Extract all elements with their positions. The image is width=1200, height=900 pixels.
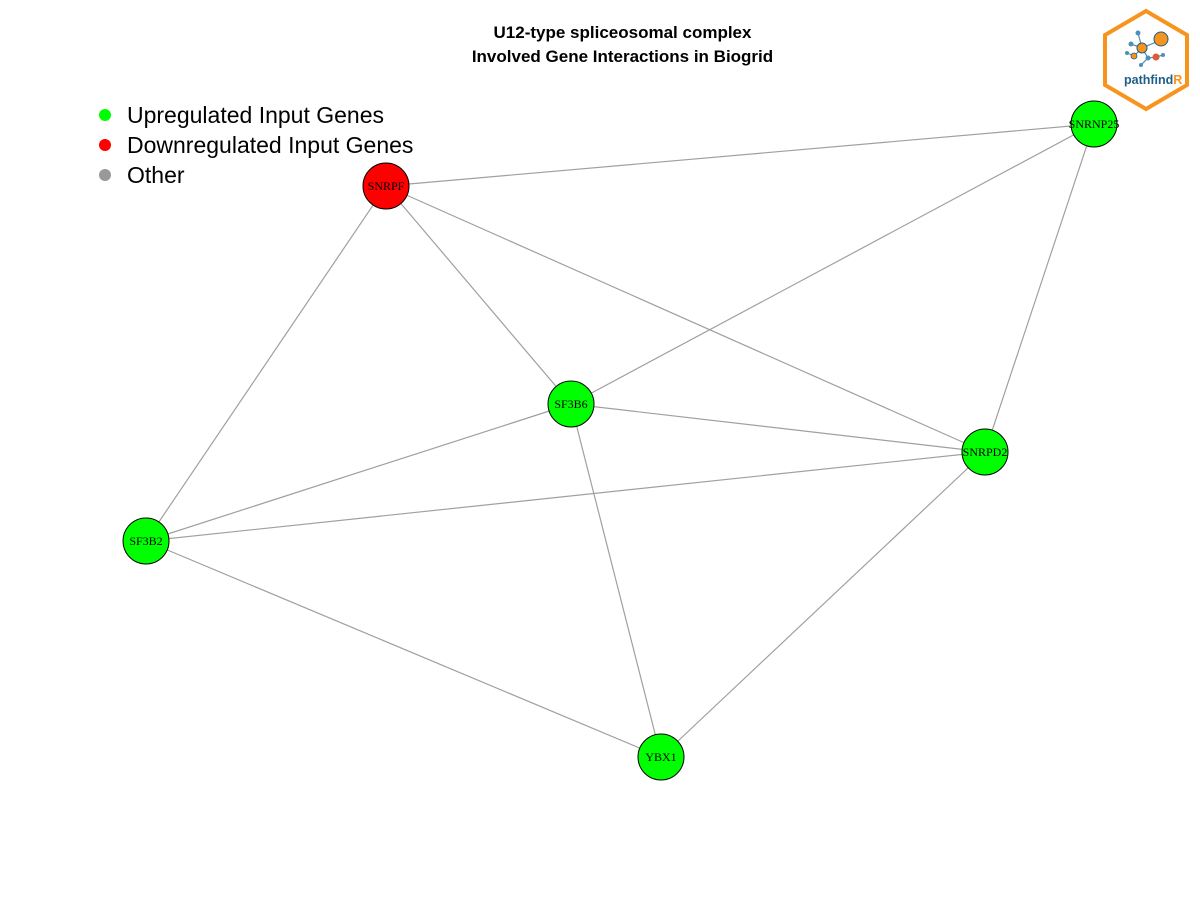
node-label-snrpd2: SNRPD2 [963, 445, 1008, 459]
logo-text-accent: R [1173, 73, 1182, 87]
edge-snrnp25-sf3b6 [570, 123, 1095, 405]
node-label-sf3b2: SF3B2 [129, 534, 162, 548]
node-circle-snrpd2 [961, 428, 1009, 476]
node-ybx1: YBX1 [637, 733, 685, 781]
diagram-title: U12-type spliceosomal complex Involved G… [0, 21, 1200, 69]
legend-item-upregulated: Upregulated Input Genes [96, 100, 413, 130]
node-label-ybx1: YBX1 [645, 750, 676, 764]
edges-layer [145, 123, 1095, 758]
legend-item-downregulated: Downregulated Input Genes [96, 130, 413, 160]
node-label-snrpf: SNRPF [368, 179, 405, 193]
title-line-1: U12-type spliceosomal complex [493, 23, 752, 42]
edge-snrpd2-ybx1 [660, 451, 986, 758]
legend-dot-upregulated [99, 109, 111, 121]
svg-text:pathfindR: pathfindR [1124, 73, 1182, 87]
node-circle-sf3b6 [547, 380, 595, 428]
node-sf3b6: SF3B6 [547, 380, 595, 428]
legend: Upregulated Input Genes Downregulated In… [96, 100, 413, 190]
edge-sf3b6-sf3b2 [145, 403, 572, 542]
edge-sf3b2-ybx1 [145, 540, 662, 758]
edge-snrpd2-sf3b2 [145, 451, 986, 542]
edge-sf3b6-snrpd2 [570, 403, 986, 453]
node-label-snrnp25: SNRNP25 [1069, 117, 1120, 131]
edge-snrpf-snrnp25 [385, 123, 1095, 187]
legend-item-other: Other [96, 160, 413, 190]
logo-text-main: pathfind [1124, 73, 1173, 87]
edge-snrpf-sf3b6 [385, 185, 572, 405]
node-circle-snrpf [362, 162, 410, 210]
legend-label-other: Other [127, 162, 185, 188]
node-circle-ybx1 [637, 733, 685, 781]
legend-label-upregulated: Upregulated Input Genes [127, 102, 385, 128]
edge-snrpf-sf3b2 [145, 185, 387, 542]
edge-snrnp25-snrpd2 [984, 123, 1095, 453]
node-snrnp25: SNRNP25 [1069, 100, 1120, 148]
legend-dot-downregulated [99, 139, 111, 151]
node-snrpf: SNRPF [362, 162, 410, 210]
node-label-sf3b6: SF3B6 [554, 397, 587, 411]
node-sf3b2: SF3B2 [122, 517, 170, 565]
edge-snrpf-snrpd2 [385, 185, 986, 453]
title-line-2: Involved Gene Interactions in Biogrid [471, 47, 774, 66]
legend-dot-other [99, 169, 111, 181]
pathfindr-logo: pathfindR [1103, 8, 1189, 112]
edge-sf3b6-ybx1 [570, 403, 662, 758]
node-circle-snrnp25 [1070, 100, 1118, 148]
legend-label-downregulated: Downregulated Input Genes [127, 132, 414, 158]
node-snrpd2: SNRPD2 [961, 428, 1009, 476]
node-circle-sf3b2 [122, 517, 170, 565]
